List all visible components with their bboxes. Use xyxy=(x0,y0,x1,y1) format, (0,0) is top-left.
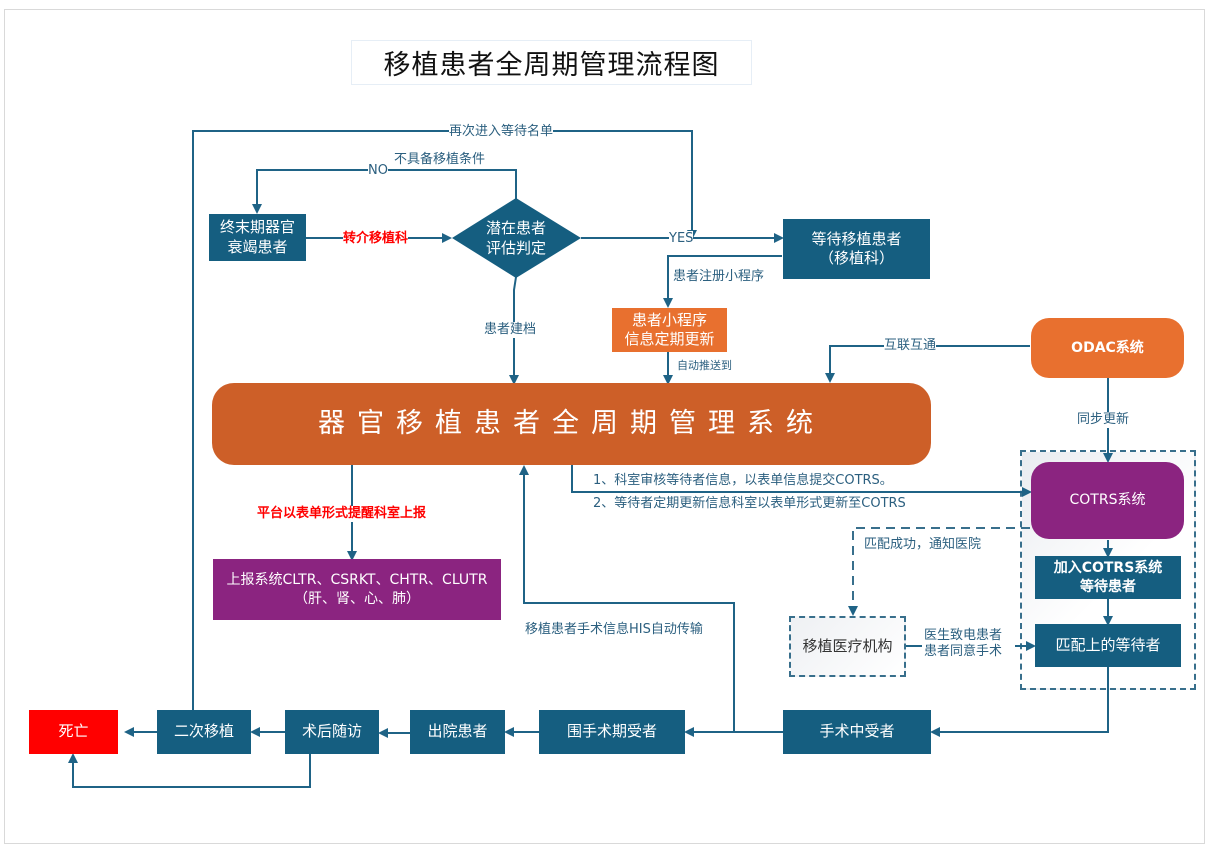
label-sync-update: 同步更新 xyxy=(1077,412,1130,428)
label-match-notify: 匹配成功，通知医院 xyxy=(864,537,982,552)
label-archive: 患者建档 xyxy=(484,322,537,338)
label-submit-2: 2、等待者定期更新信息科室以表单形式更新至COTRS xyxy=(593,496,906,511)
node-discharged[interactable]: 出院患者 xyxy=(410,710,505,754)
node-join-cotrs[interactable]: 加入COTRS系统 等待患者 xyxy=(1035,556,1181,599)
label-reenter: 再次进入等待名单 xyxy=(449,124,554,140)
label-no: NO xyxy=(368,163,388,179)
edge-his xyxy=(519,465,735,732)
diagram-frame xyxy=(4,9,1205,844)
node-intraop-recipient[interactable]: 手术中受者 xyxy=(783,710,931,754)
edge-reenter xyxy=(192,130,697,710)
label-doctor-call: 医生致电患者 患者同意手术 xyxy=(924,628,1003,660)
label-interconnect: 互联互通 xyxy=(884,338,937,354)
label-auto-push: 自动推送到 xyxy=(677,359,732,373)
node-periop-recipient[interactable]: 围手术期受者 xyxy=(539,710,685,754)
edge-submit xyxy=(571,465,1032,497)
label-yes: YES xyxy=(669,231,694,247)
node-cotrs-system[interactable]: COTRS系统 xyxy=(1031,462,1184,539)
node-followup[interactable]: 术后随访 xyxy=(285,710,379,754)
node-assess-label[interactable]: 潜在患者 评估判定 xyxy=(485,219,546,258)
node-death[interactable]: 死亡 xyxy=(29,710,118,754)
node-waiting-patient[interactable]: 等待移植患者 （移植科） xyxy=(783,219,930,279)
label-not-eligible: 不具备移植条件 xyxy=(394,152,486,167)
edge-archive xyxy=(509,276,519,385)
node-matched-waiting[interactable]: 匹配上的等待者 xyxy=(1035,624,1181,667)
node-mini-program[interactable]: 患者小程序 信息定期更新 xyxy=(612,308,727,352)
diagram-title: 移植患者全周期管理流程图 xyxy=(351,40,752,85)
label-register-app: 患者注册小程序 xyxy=(673,269,765,285)
edge-interconnect xyxy=(825,345,1030,383)
label-remind-report: 平台以表单形式提醒科室上报 xyxy=(257,506,427,522)
node-odac-system[interactable]: ODAC系统 xyxy=(1031,318,1184,378)
edge-register-app xyxy=(663,255,782,308)
node-end-stage-patient[interactable]: 终末期器官 衰竭患者 xyxy=(209,214,306,261)
edge-matched-intraop xyxy=(930,667,1109,737)
edge-followup-death xyxy=(68,753,311,788)
assess-diamond xyxy=(452,198,581,278)
node-management-system[interactable]: 器官移植患者全周期管理系统 xyxy=(212,383,931,465)
node-second-transplant[interactable]: 二次移植 xyxy=(157,710,251,754)
label-refer: 转介移植科 xyxy=(343,231,409,247)
label-his-transfer: 移植患者手术信息HIS自动传输 xyxy=(525,622,703,638)
node-transplant-hospital[interactable]: 移植医疗机构 xyxy=(789,616,906,677)
node-report-system[interactable]: 上报系统CLTR、CSRKT、CHTR、CLUTR （肝、肾、心、肺） xyxy=(213,559,501,620)
label-submit-1: 1、科室审核等待者信息，以表单信息提交COTRS。 xyxy=(593,473,893,488)
